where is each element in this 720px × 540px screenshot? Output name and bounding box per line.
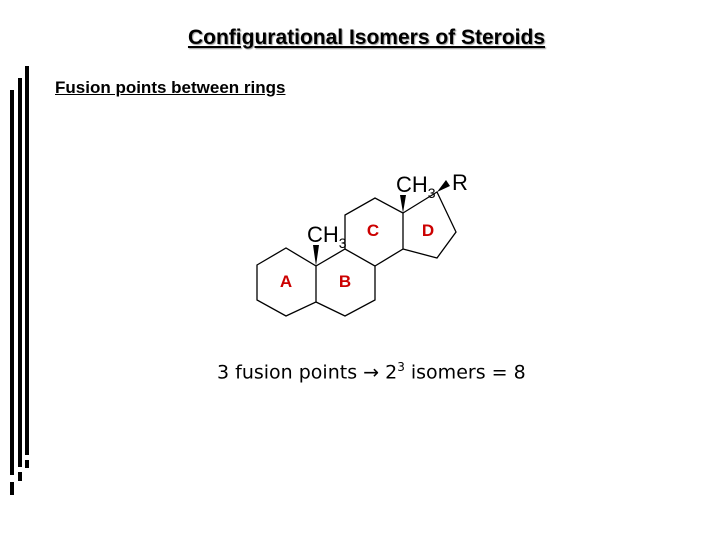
ring-label-d: D	[422, 221, 434, 240]
ring-b	[315, 248, 376, 317]
decor-bar	[18, 472, 22, 481]
wedge-bond	[313, 245, 319, 266]
caption-text: 2	[379, 361, 398, 384]
caption-exponent: 3	[397, 360, 405, 374]
decor-bar	[25, 460, 29, 468]
caption-text: 3 fusion points	[217, 361, 364, 384]
isomer-caption: 3 fusion points → 23 isomers = 8	[217, 360, 526, 383]
ring-label-b: B	[339, 272, 351, 291]
methyl-label: CH3	[307, 222, 347, 251]
decor-bar	[10, 90, 14, 475]
ring-label-a: A	[280, 272, 292, 291]
ring-d	[402, 191, 457, 259]
decor-bar	[10, 482, 14, 495]
decor-bar	[18, 78, 22, 467]
slide-subtitle: Fusion points between rings	[55, 78, 286, 97]
ring-c	[344, 197, 404, 267]
slide-title: Configurational Isomers of Steroids	[187, 26, 546, 49]
methyl-label: CH3	[396, 172, 436, 201]
wedge-bond	[400, 195, 406, 213]
decor-bar	[25, 66, 29, 455]
arrow-icon: →	[363, 361, 380, 384]
r-group-label: R	[452, 170, 468, 195]
caption-text: isomers = 8	[404, 361, 526, 384]
ring-label-c: C	[367, 221, 379, 240]
wedge-bond	[437, 180, 450, 192]
